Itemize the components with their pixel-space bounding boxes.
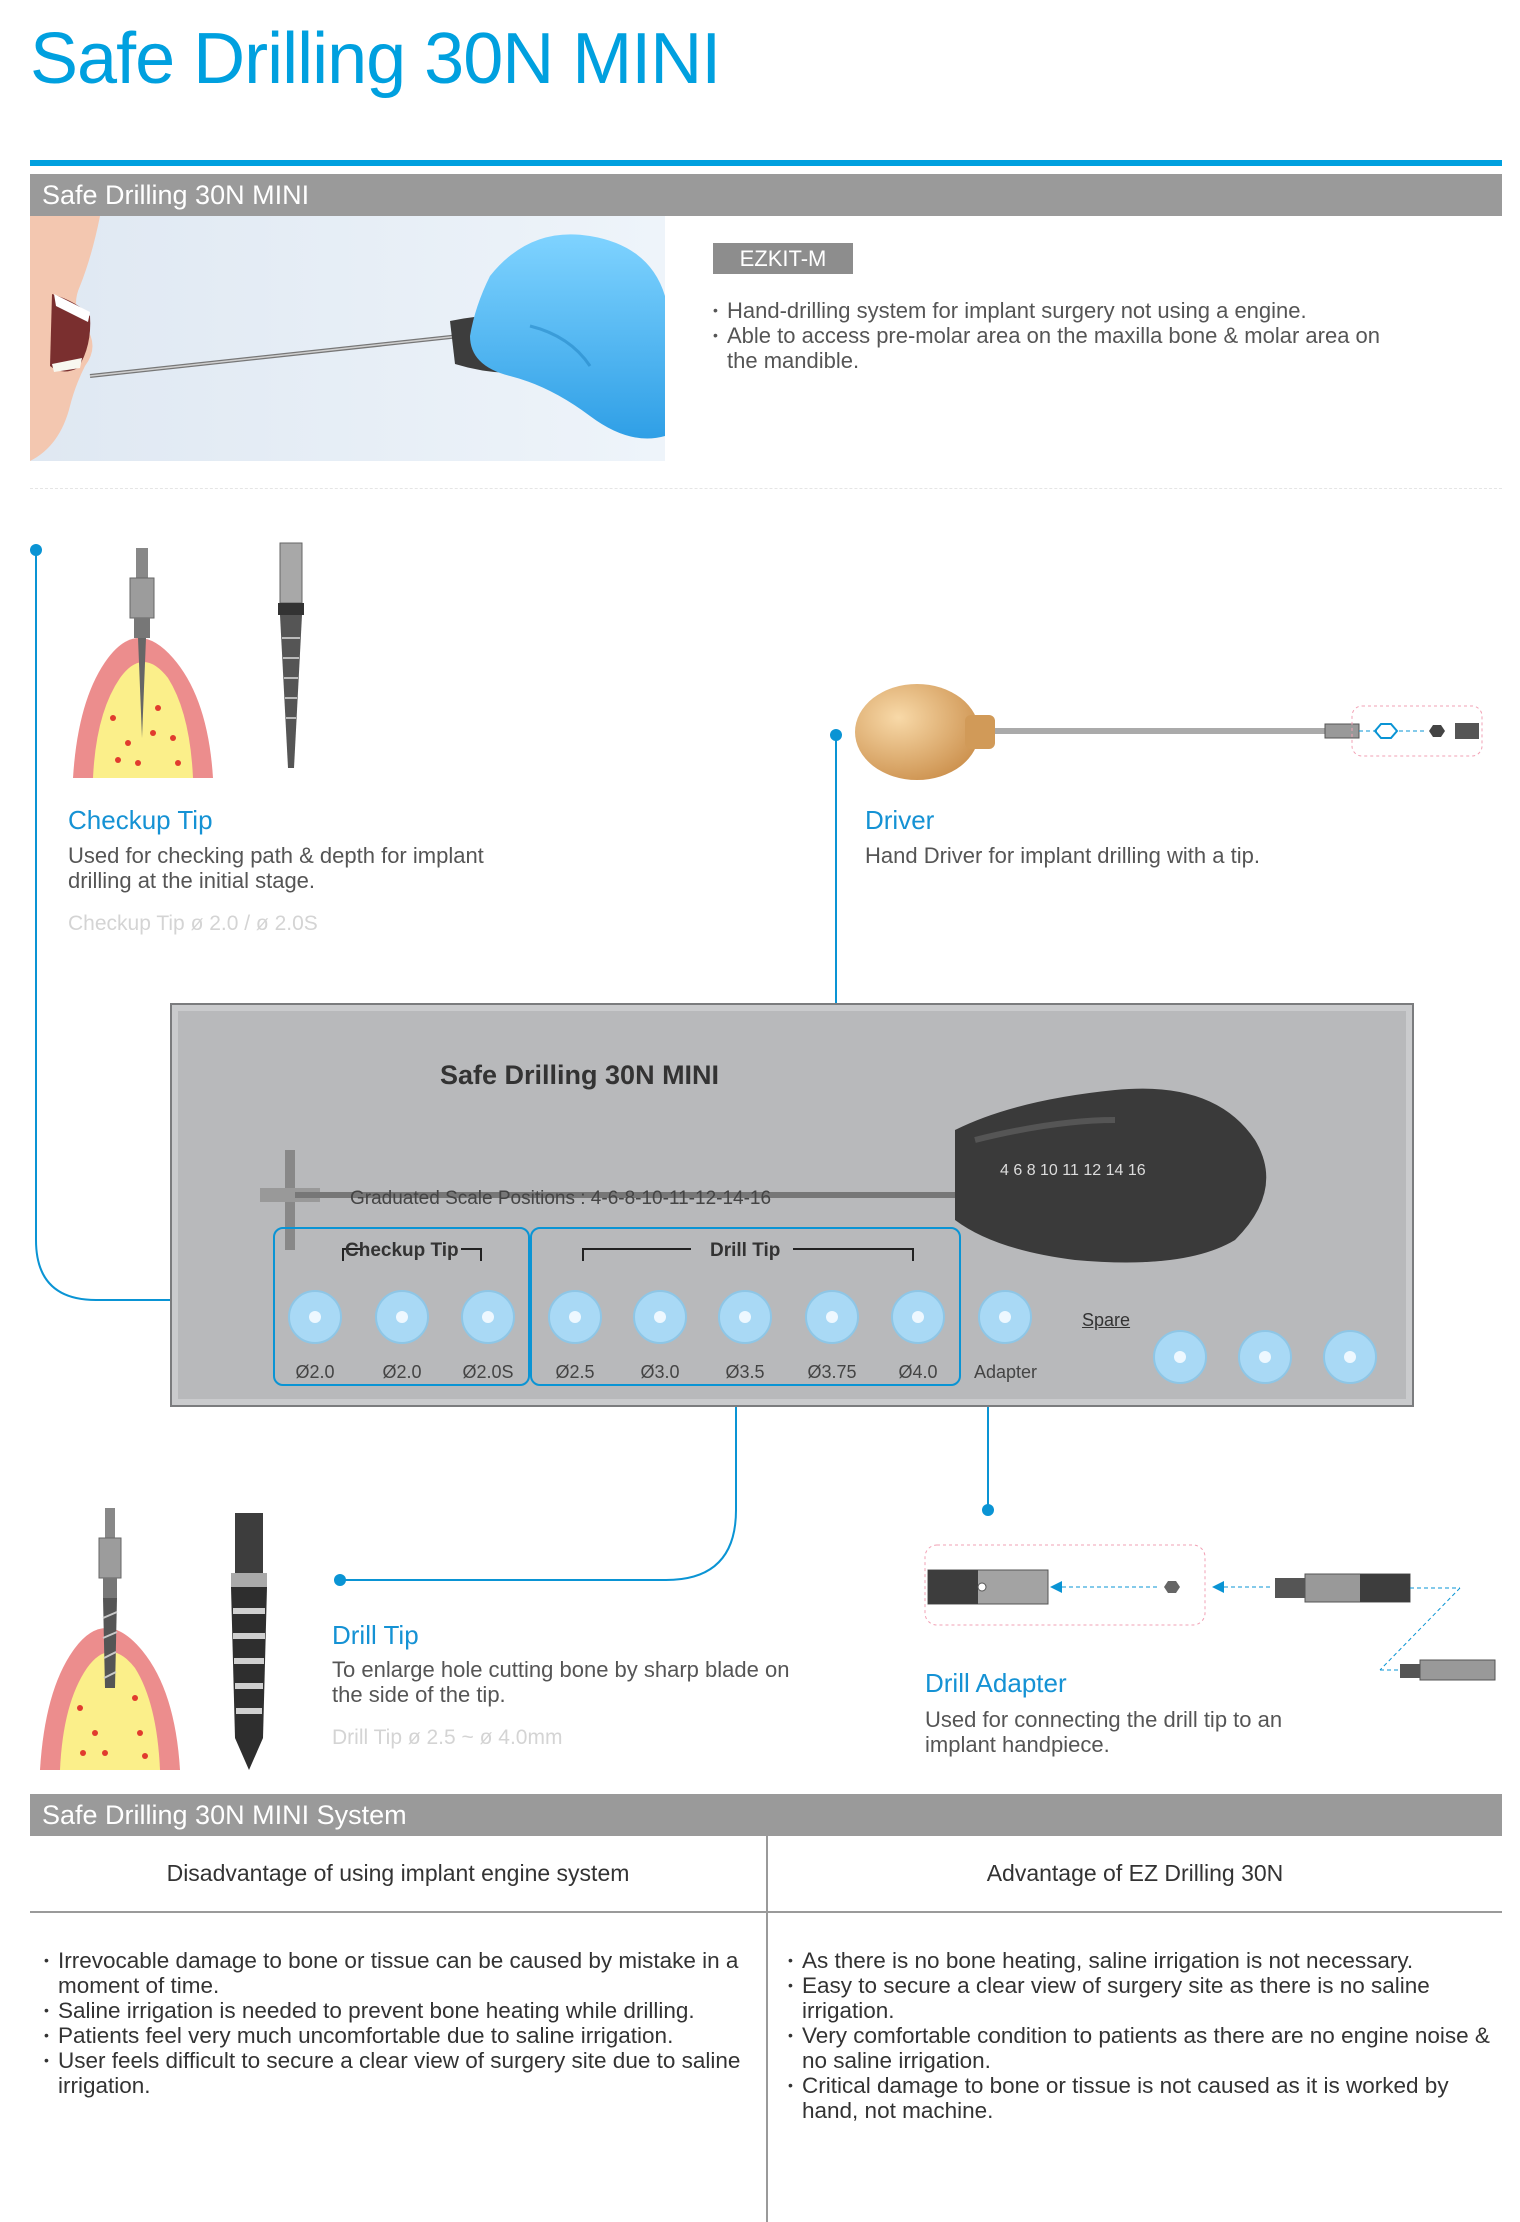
tray-slot-label: Ø2.0 (295, 1362, 335, 1382)
tray-title: Safe Drilling 30N MINI (440, 1060, 720, 1090)
col-head-advantage: Advantage of EZ Drilling 30N (986, 1860, 1284, 1886)
section-bar-intro: Safe Drilling 30N MINI (30, 174, 1502, 216)
tray-group-drill-label: Drill Tip (710, 1240, 781, 1261)
tray-slot-label: Ø3.0 (640, 1362, 680, 1382)
section-bar-system: Safe Drilling 30N MINI System (30, 1794, 1502, 1836)
tray-slot-label: Ø2.0S (462, 1362, 514, 1382)
disadvantage-list: Irrevocable damage to bone or tissue can… (44, 1948, 744, 2098)
page-title: Safe Drilling 30N MINI (30, 19, 721, 99)
connector-dot (982, 1504, 994, 1516)
drill-adapter-desc: Used for connecting the drill tip to an … (925, 1707, 1283, 1757)
tray-driver-illustration: 4 6 8 10 11 12 14 16 (260, 1088, 1267, 1263)
section-separator (30, 488, 1502, 489)
tray-spare-label: Spare (1082, 1310, 1131, 1330)
table-header-rule (30, 1911, 1502, 1913)
list-item: Very comfortable condition to patients a… (788, 2023, 1498, 2073)
list-item: Saline irrigation is needed to prevent b… (44, 1998, 744, 2023)
tray-slot-label: Ø3.5 (725, 1362, 765, 1382)
tray-group-checkup-label: Checkup Tip (345, 1240, 459, 1261)
product-code-badge: EZKIT-M (713, 243, 853, 274)
tray-slots (288, 1290, 1377, 1384)
driver-desc: Hand Driver for implant drilling with a … (865, 843, 1260, 868)
drill-tip-illustration (40, 1508, 267, 1770)
advantage-list: As there is no bone heating, saline irri… (788, 1948, 1498, 2123)
drill-tip-group-frame (530, 1227, 961, 1386)
list-item: Irrevocable damage to bone or tissue can… (44, 1948, 744, 1998)
list-item: Easy to secure a clear view of surgery s… (788, 1973, 1498, 2023)
drill-adapter-title: Drill Adapter (925, 1668, 1067, 1698)
driver-illustration (855, 684, 1483, 780)
col-head-disadvantage: Disadvantage of using implant engine sys… (166, 1860, 630, 1886)
tray-slot-label: Ø4.0 (898, 1362, 938, 1382)
feature-item: Hand-drilling system for implant surgery… (713, 298, 1413, 323)
checkup-tip-sizes: Checkup Tip ø 2.0 / ø 2.0S (68, 912, 318, 935)
feature-list: Hand-drilling system for implant surgery… (713, 298, 1413, 373)
checkup-tip-title: Checkup Tip (68, 805, 213, 835)
tray-scale-text: Graduated Scale Positions : 4-6-8-10-11-… (350, 1188, 772, 1209)
group-brackets (342, 1248, 914, 1261)
tray-slot-label: Ø3.75 (807, 1362, 857, 1382)
list-item: Patients feel very much uncomfortable du… (44, 2023, 744, 2048)
connector-dot (30, 544, 42, 556)
list-item: User feels difficult to secure a clear v… (44, 2048, 744, 2098)
checkup-tip-group-frame (273, 1227, 530, 1386)
feature-item: Able to access pre-molar area on the max… (713, 323, 1413, 373)
driver-title: Driver (865, 805, 935, 835)
tray-slot-label: Ø2.0 (382, 1362, 422, 1382)
drill-tip-title: Drill Tip (332, 1620, 419, 1650)
drill-tip-sizes: Drill Tip ø 2.5 ~ ø 4.0mm (332, 1726, 563, 1749)
tray-handle-scale: 4 6 8 10 11 12 14 16 (1000, 1162, 1146, 1179)
list-item: As there is no bone heating, saline irri… (788, 1948, 1498, 1973)
connector-dot (334, 1574, 346, 1586)
drill-tip-desc: To enlarge hole cutting bone by sharp bl… (332, 1657, 790, 1707)
checkup-tip-desc: Used for checking path & depth for impla… (68, 843, 484, 893)
title-rule (30, 160, 1502, 166)
table-divider (766, 1836, 768, 2222)
drill-adapter-illustration (924, 1544, 1496, 1681)
connector-dot (830, 729, 842, 741)
list-item: Critical damage to bone or tissue is not… (788, 2073, 1498, 2123)
tray-slot-label: Ø2.5 (555, 1362, 595, 1382)
hero-photo (30, 216, 665, 461)
tray-slot-label: Adapter (973, 1362, 1038, 1382)
checkup-tip-illustration (73, 542, 304, 778)
